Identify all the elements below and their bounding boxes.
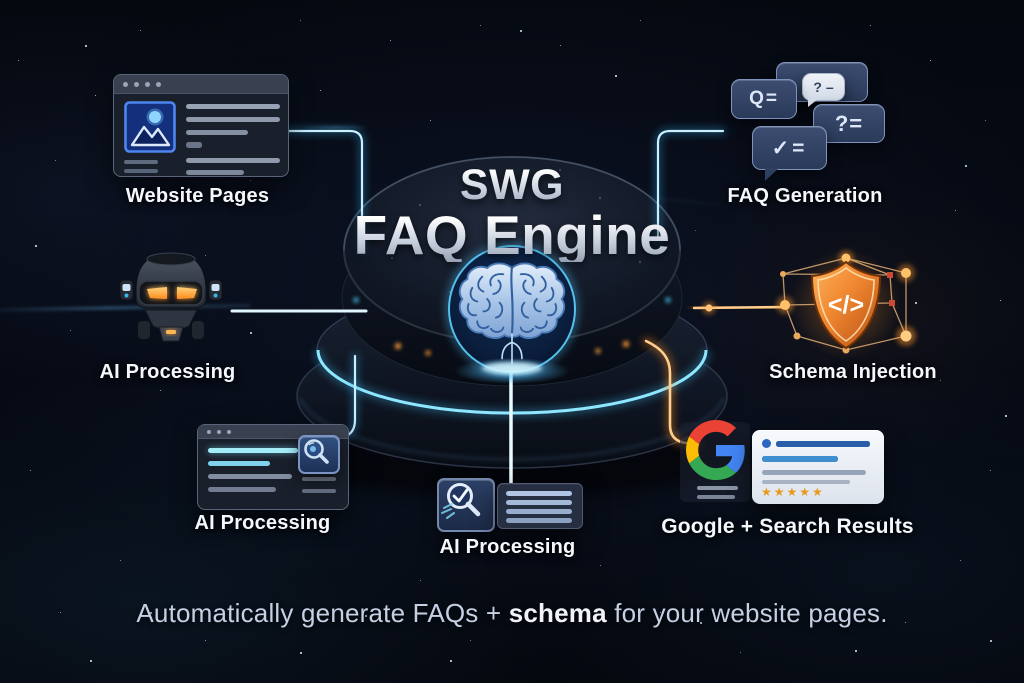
tagline-prefix: Automatically generate FAQs +	[136, 598, 509, 628]
schema-network-nodes	[776, 250, 916, 354]
engine-title-line2: FAQ Engine	[353, 204, 671, 266]
star-rating: ★★★★★	[761, 485, 825, 499]
text-line	[762, 480, 850, 484]
text-line	[208, 487, 276, 492]
tagline: Automatically generate FAQs + schema for…	[0, 598, 1024, 629]
bubble-glyph: ✓=	[771, 136, 808, 160]
faq-generation-label: FAQ Generation	[727, 185, 883, 207]
text-line	[776, 441, 870, 447]
google-search-results-group: ★★★★★	[678, 416, 888, 508]
chat-bubble-q: Q=	[731, 79, 797, 119]
text-line	[124, 169, 158, 173]
image-placeholder-icon	[124, 101, 176, 153]
text-line	[208, 474, 292, 479]
robot-icon	[119, 252, 223, 342]
text-line	[506, 500, 572, 505]
text-line	[186, 130, 248, 135]
brain-core	[445, 242, 579, 384]
window-dot	[145, 81, 150, 87]
tagline-suffix: for your website pages.	[606, 598, 888, 628]
window-dot	[217, 429, 221, 434]
result-favicon-dot	[762, 439, 771, 448]
engine-title: SWG FAQ Engine	[352, 162, 672, 266]
text-line	[186, 158, 280, 163]
result-lines-card	[497, 483, 583, 529]
text-line	[506, 518, 572, 523]
schema-injection-label: Schema Injection	[769, 361, 937, 383]
window-dot	[207, 429, 211, 434]
code-glyph: </>	[828, 291, 864, 319]
window-dot	[123, 81, 128, 87]
text-line	[186, 142, 202, 148]
chat-bubble-check: ✓=	[752, 126, 827, 181]
magnifier-check-icon	[441, 483, 481, 519]
text-line	[506, 491, 572, 496]
magnifier-icon	[304, 439, 329, 464]
google-g-icon	[686, 420, 745, 480]
ai-processing-search-label: AI Processing	[439, 536, 576, 558]
website-pages-card	[113, 74, 289, 177]
faq-generation-icon: ? – Q= ?= ✓=	[720, 50, 905, 185]
text-line	[762, 470, 866, 475]
text-line	[302, 477, 336, 481]
bubble-glyph: Q=	[749, 88, 779, 109]
text-line	[186, 117, 280, 122]
connectors	[226, 127, 790, 492]
bubble-tail	[765, 168, 779, 181]
bubble-glyph: ? –	[813, 79, 834, 95]
engine-title-line1: SWG	[352, 162, 672, 208]
text-line	[697, 486, 738, 490]
google-search-results-label: Google + Search Results	[661, 515, 914, 538]
text-line	[208, 448, 298, 453]
window-dot	[227, 429, 231, 434]
schema-injection-icon: </>	[776, 249, 916, 359]
website-pages-label: Website Pages	[125, 185, 270, 207]
text-line	[302, 489, 336, 493]
search-result-card: ★★★★★	[752, 430, 884, 504]
magnifier-check-tile	[437, 478, 495, 532]
text-line	[697, 495, 735, 499]
text-line	[186, 170, 244, 175]
bubble-tail	[808, 99, 818, 107]
bubble-glyph: ?=	[834, 110, 864, 136]
tagline-bold: schema	[508, 598, 607, 628]
shield-shape	[810, 260, 882, 350]
text-line	[208, 461, 270, 466]
text-line	[186, 104, 280, 109]
text-line	[506, 509, 572, 514]
search-check-icon-group	[437, 475, 587, 533]
magnifier-tile	[298, 435, 340, 474]
ai-processing-robot-label: AI Processing	[99, 361, 236, 383]
browser-titlebar	[114, 75, 288, 94]
text-line	[124, 160, 158, 164]
window-dot	[156, 81, 161, 87]
page-scan-card	[197, 424, 349, 510]
ai-processing-page-label: AI Processing	[194, 512, 331, 534]
chat-bubble-question-dash: ? –	[802, 73, 845, 107]
text-line	[762, 456, 838, 462]
brain-icon	[458, 262, 566, 365]
window-dot	[134, 81, 139, 87]
